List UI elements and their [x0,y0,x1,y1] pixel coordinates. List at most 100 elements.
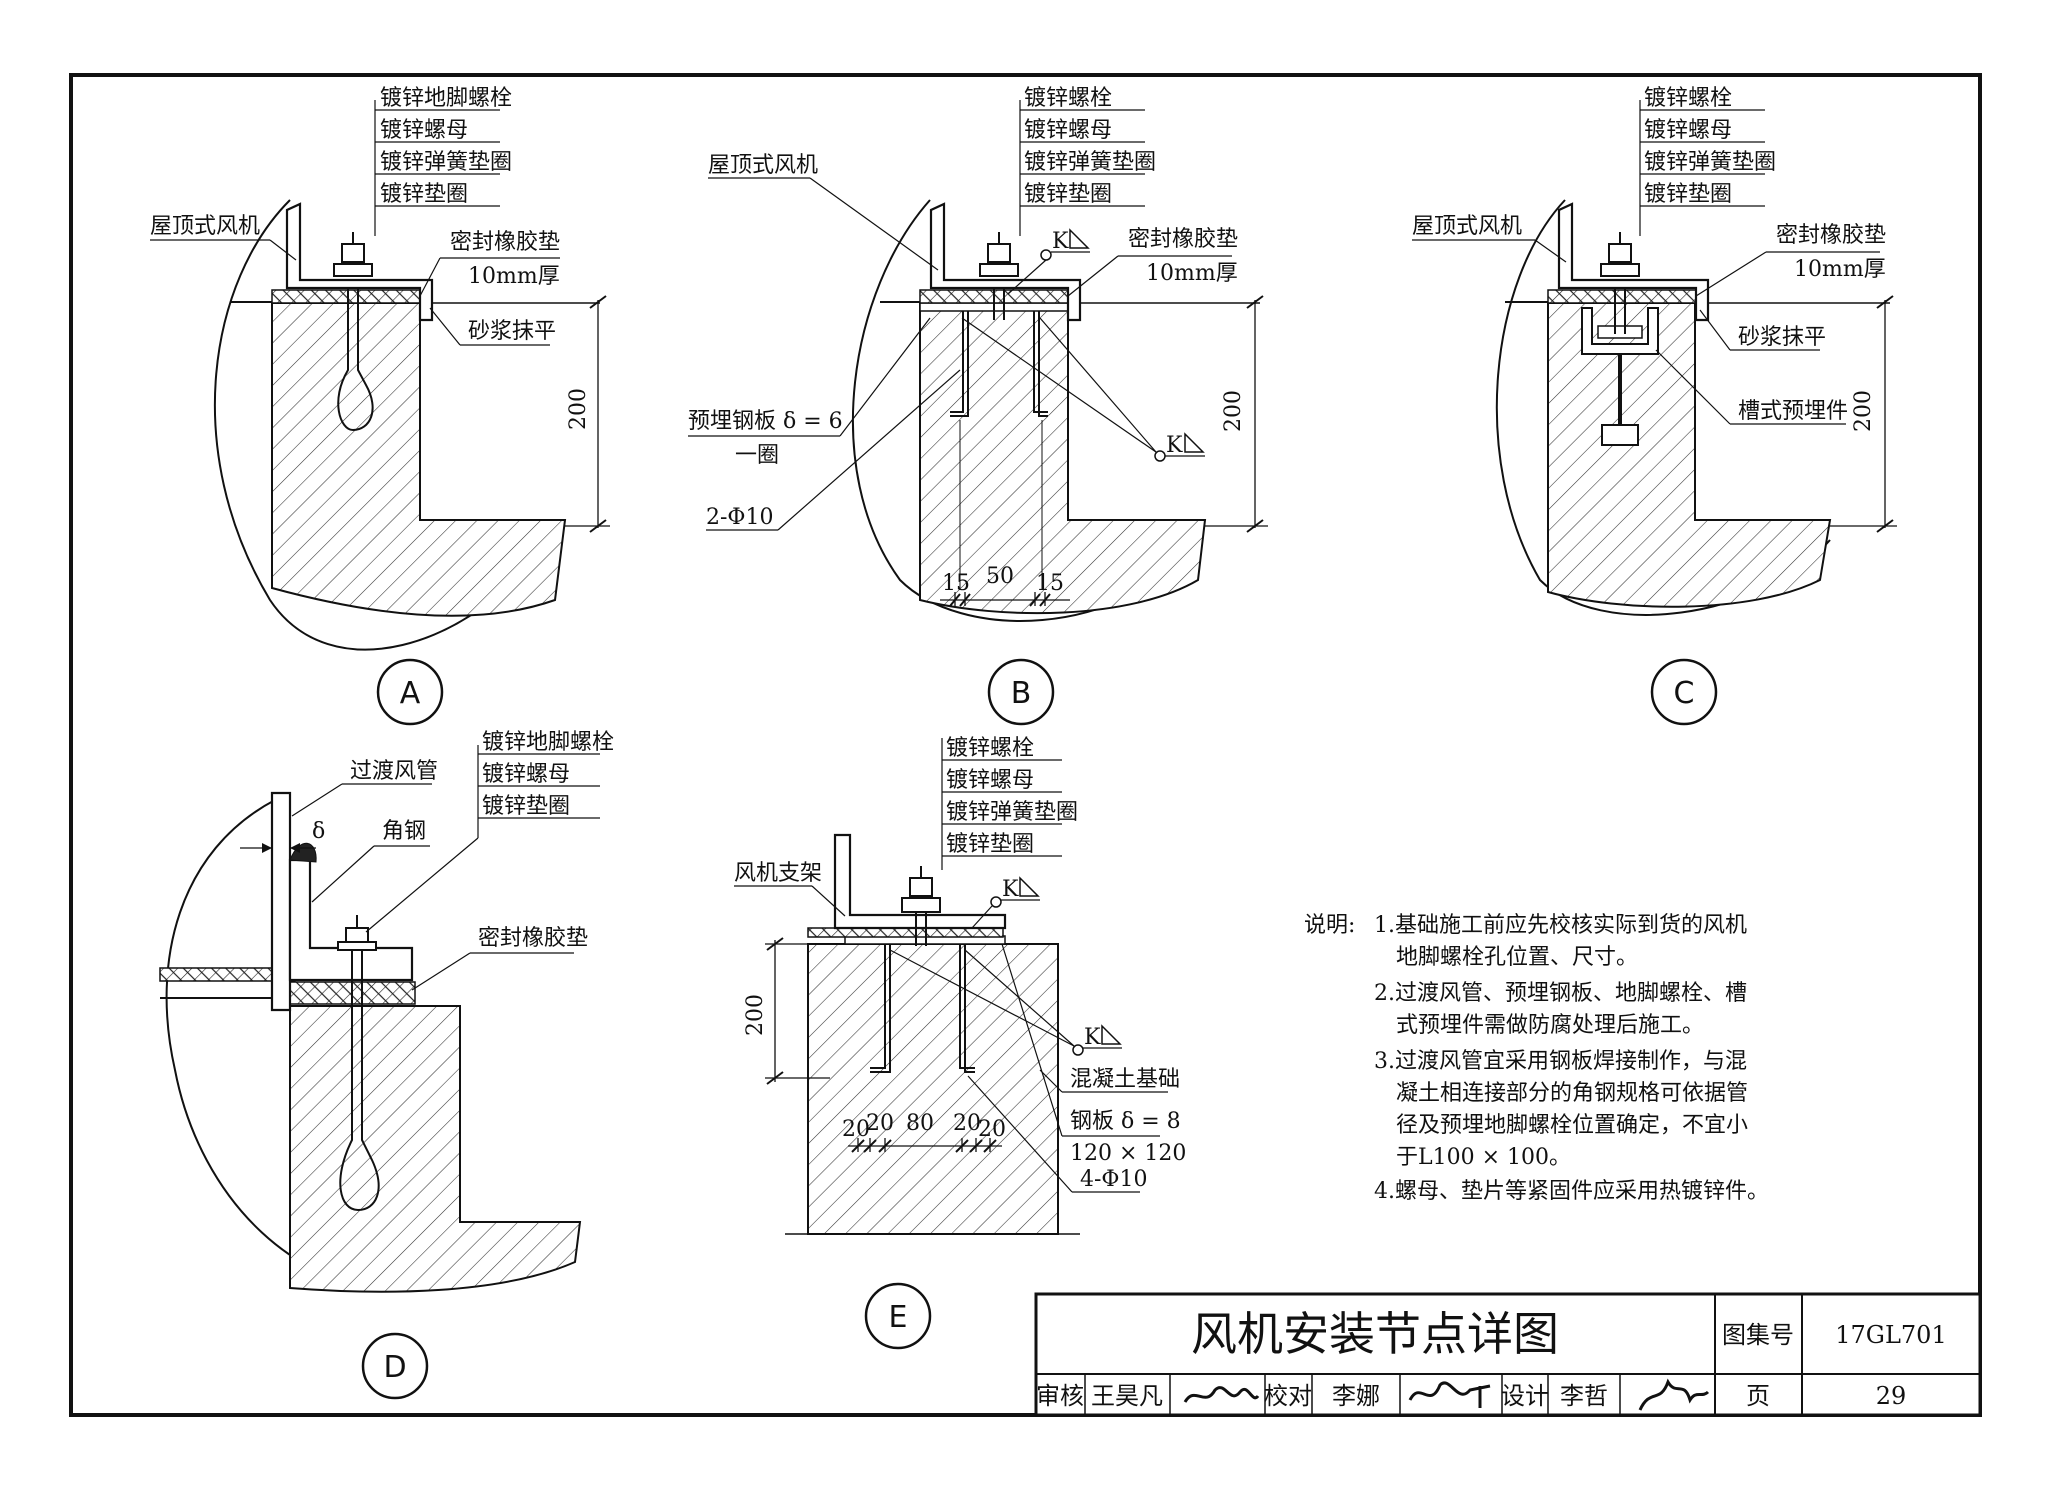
sheet-border [69,73,1982,1417]
detail-c-callout-2: 镀锌螺母 [1644,118,1732,143]
detail-c-fan-label: 屋顶式风机 [1412,214,1522,239]
svg-text:200: 200 [743,994,768,1036]
detail-c-callout-4: 镀锌垫圈 [1644,182,1732,207]
detail-b-fan-label: 屋顶式风机 [708,153,818,178]
notes-line-2: 地脚螺栓孔位置、尺寸。 [1396,945,1638,970]
detail-d-delta-label: δ [312,819,325,844]
detail-b-bars-label: 2-Φ10 [706,505,773,530]
detail-e-concrete [807,943,1059,1235]
detail-c-callout-3: 镀锌弹簧垫圈 [1644,150,1776,175]
detail-b-weld-symbol-2 [1154,450,1166,462]
detail-e-plate-size: 120 × 120 [1070,1141,1186,1166]
detail-a-callout-3: 镀锌弹簧垫圈 [380,150,512,175]
svg-text:20: 20 [866,1111,894,1136]
svg-text:15: 15 [942,571,970,596]
detail-a-rubber-gasket [271,289,421,304]
detail-b: 镀锌螺栓 镀锌螺母 镀锌弹簧垫圈 镀锌垫圈 屋顶式风机 K 密封橡胶垫 10mm… [688,86,1268,726]
detail-c-marker-label: C [1674,676,1695,711]
detail-c-rubber-gasket [1547,289,1697,304]
detail-d-concrete [289,1005,582,1293]
svg-text:K: K [1166,433,1183,458]
detail-e-callout-2: 镀锌螺母 [946,768,1034,793]
detail-e-rubber-pad [807,927,1004,938]
svg-text:K: K [1052,229,1069,254]
detail-b-plate-label: 预埋钢板 δ = 6 [688,409,843,434]
detail-c-fan-housing [1557,202,1710,322]
notes-line-8: 于L100 × 100。 [1396,1145,1571,1170]
detail-c-channel-embed [1581,307,1659,446]
detail-d-gasket-label: 密封橡胶垫 [478,926,588,951]
detail-b-weld-symbol-1 [1040,249,1052,261]
svg-text:200: 200 [566,388,591,430]
notes: 说明: 1.基础施工前应先校核实际到货的风机 地脚螺栓孔位置、尺寸。 2.过渡风… [1304,913,1769,1204]
detail-d-marker [361,1332,429,1400]
atlas-label: 图集号 [1722,1321,1794,1349]
detail-b-callout-3: 镀锌弹簧垫圈 [1024,150,1156,175]
detail-e-callout-3: 镀锌弹簧垫圈 [946,800,1078,825]
detail-a: 镀锌地脚螺栓 镀锌螺母 镀锌弹簧垫圈 镀锌垫圈 屋顶式风机 密封橡胶垫 10mm… [150,86,610,726]
detail-b-callout-1: 镀锌螺栓 [1024,86,1112,111]
detail-d-anchor-bolt [337,915,380,1212]
detail-e-weld-symbol-2 [1072,1044,1084,1056]
detail-b-gasket-thk: 10mm厚 [1146,261,1238,286]
title-block: 风机安装节点详图 图集号 17GL701 审核 王昊凡 校对 李娜 设计 李哲 … [1034,1292,1982,1417]
reviewer-signature [1183,1386,1260,1403]
detail-e-weld-symbol-1 [990,896,1002,908]
detail-a-marker [376,658,444,726]
svg-text:200: 200 [1851,390,1876,432]
detail-d-marker-label: D [383,1350,406,1385]
detail-e-rebar-left [870,944,891,1073]
notes-line-9: 4.螺母、垫片等紧固件应采用热镀锌件。 [1374,1179,1769,1204]
detail-a-marker-label: A [400,676,421,711]
notes-line-1: 1.基础施工前应先校核实际到货的风机 [1374,913,1747,938]
notes-line-4: 式预埋件需做防腐处理后施工。 [1396,1013,1704,1038]
designer-name: 李哲 [1560,1382,1608,1410]
detail-b-bolt [979,232,1019,320]
page-label: 页 [1746,1382,1770,1410]
detail-a-mortar-label: 砂浆抹平 [468,319,556,344]
detail-d-callout-2: 镀锌螺母 [482,762,570,787]
svg-text:20: 20 [978,1117,1006,1142]
detail-e-bracket [833,833,1007,930]
detail-c-bolt [1600,232,1640,334]
checker-signature [1408,1381,1491,1408]
detail-a-callout-1: 镀锌地脚螺栓 [380,86,512,111]
detail-b-marker-label: B [1011,676,1032,711]
detail-a-callout-4: 镀锌垫圈 [380,182,468,207]
page-number: 29 [1876,1382,1907,1410]
review-label: 审核 [1036,1382,1084,1410]
detail-d-callout-1: 镀锌地脚螺栓 [482,730,614,755]
detail-d-callout-3: 镀锌垫圈 [482,794,570,819]
design-label: 设计 [1501,1382,1549,1410]
detail-c-channel-label: 槽式预埋件 [1738,399,1848,424]
detail-c-gasket-label: 密封橡胶垫 [1776,223,1886,248]
detail-c-mortar-label: 砂浆抹平 [1738,325,1826,350]
detail-b-gasket-label: 密封橡胶垫 [1128,227,1238,252]
detail-d: 镀锌地脚螺栓 镀锌螺母 镀锌垫圈 过渡风管 δ 角钢 密封橡胶垫 D [159,730,614,1400]
detail-a-gasket-thk: 10mm厚 [468,264,560,289]
detail-e-bolt [901,866,941,946]
detail-b-rebar-right [1033,311,1048,417]
detail-a-fan-label: 屋顶式风机 [150,214,260,239]
detail-a-break-outline [214,199,551,651]
check-label: 校对 [1264,1382,1312,1410]
detail-e: 镀锌螺栓 镀锌螺母 镀锌弹簧垫圈 镀锌垫圈 风机支架 K K 混凝土基础 钢板 … [734,736,1186,1350]
checker-name: 李娜 [1332,1382,1380,1410]
detail-e-height-dimension: 200 [743,937,830,1085]
detail-a-anchor-bolt [333,232,374,432]
detail-b-fan-housing [929,202,1082,322]
detail-e-marker [864,1282,932,1350]
svg-text:K: K [1002,877,1019,902]
detail-c-callout-1: 镀锌螺栓 [1644,86,1732,111]
detail-e-bracket-label: 风机支架 [734,861,822,886]
detail-e-concrete-label: 混凝土基础 [1070,1067,1180,1092]
detail-e-callout-1: 镀锌螺栓 [946,736,1034,761]
detail-d-duct-label: 过渡风管 [350,759,438,784]
detail-b-callout-4: 镀锌垫圈 [1024,182,1112,207]
svg-text:80: 80 [906,1111,934,1136]
svg-text:200: 200 [1221,390,1246,432]
detail-c-height-dimension: 200 [1830,295,1897,533]
notes-heading: 说明: [1304,913,1355,938]
detail-d-transition-duct [270,791,292,1012]
